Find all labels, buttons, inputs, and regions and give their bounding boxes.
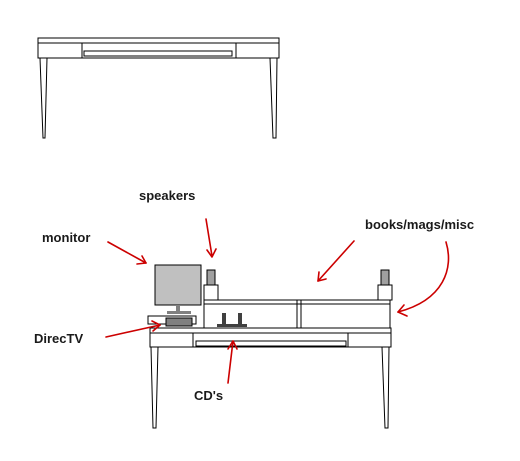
cd-stand-left-post xyxy=(222,313,226,325)
right-speaker xyxy=(380,269,390,286)
right-speaker-stand xyxy=(377,284,393,301)
label-directv: DirecTV xyxy=(34,331,83,346)
cd-stand-right-post xyxy=(238,313,242,325)
left-speaker-stand xyxy=(203,284,219,301)
desk-left-drawer xyxy=(149,332,194,348)
monitor-base xyxy=(167,311,191,314)
monitor-neck xyxy=(176,305,180,311)
left-speaker xyxy=(206,269,216,286)
label-speakers: speakers xyxy=(139,188,195,203)
monitor-screen xyxy=(154,264,202,306)
empty-desk xyxy=(37,37,280,139)
empty-desk-right-leg xyxy=(269,57,278,139)
empty-desk-left-leg xyxy=(39,57,48,139)
label-books: books/mags/misc xyxy=(365,217,474,232)
empty-desk-top xyxy=(37,37,280,44)
desk-left-leg xyxy=(150,346,159,429)
annotation-arrows xyxy=(105,218,450,384)
arrow-monitor xyxy=(107,241,147,265)
desk-right-leg xyxy=(381,346,390,429)
arrow-books-curve xyxy=(397,241,450,317)
label-cds: CD's xyxy=(194,388,223,403)
directv-box xyxy=(165,317,193,327)
desk-top xyxy=(149,327,392,334)
empty-desk-center-drawer xyxy=(83,50,233,57)
label-monitor: monitor xyxy=(42,230,90,245)
arrow-speakers xyxy=(205,218,217,258)
desk-center-drawer xyxy=(195,340,347,347)
furnished-desk xyxy=(147,264,393,429)
arrow-directv xyxy=(105,320,161,338)
desk-right-drawer xyxy=(347,332,392,348)
empty-desk-left-drawer xyxy=(37,42,83,59)
cd-stand-base xyxy=(217,324,247,327)
empty-desk-right-drawer xyxy=(235,42,280,59)
arrow-books-shelf xyxy=(317,240,355,282)
arrow-cds xyxy=(227,340,238,384)
